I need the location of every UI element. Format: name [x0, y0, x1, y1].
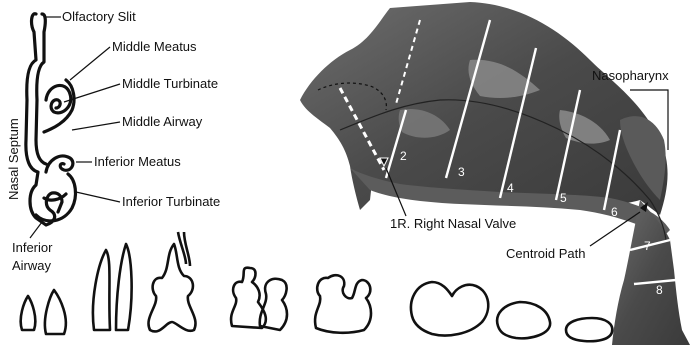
label-inferior-meatus: Inferior Meatus: [94, 154, 181, 169]
cross-section-1b: [45, 290, 66, 334]
section-number-5: 5: [560, 191, 567, 205]
label-inferior-airway-line1: Inferior: [12, 240, 53, 255]
label-nasopharynx: Nasopharynx: [592, 68, 669, 83]
cross-section-8: [566, 318, 612, 341]
nasal-cavity-surface: [300, 2, 668, 215]
middle-turbinate-outline: [46, 85, 71, 112]
leader-inferior-airway: [30, 222, 42, 238]
section-number-7: 7: [644, 239, 651, 253]
label-nasal-septum: Nasal Septum: [6, 118, 21, 200]
section-number-6: 6: [611, 205, 618, 219]
label-olfactory-slit: Olfactory Slit: [62, 9, 136, 24]
section-number-2: 2: [400, 149, 407, 163]
cross-section-1a: [21, 296, 36, 330]
leader-middle-airway: [72, 122, 120, 130]
leader-inferior-turbinate: [76, 192, 120, 202]
cross-section-2: [93, 244, 132, 330]
cross-section-6: [411, 282, 488, 336]
coronal-section-schematic: [26, 14, 76, 225]
cross-section-5: [315, 275, 371, 333]
label-middle-meatus: Middle Meatus: [112, 39, 197, 54]
label-centroid-path: Centroid Path: [506, 246, 586, 261]
label-inferior-turbinate: Inferior Turbinate: [122, 194, 220, 209]
cross-section-7: [497, 302, 550, 338]
label-inferior-airway-line2: Airway: [12, 258, 52, 273]
cross-section-3-slit: [178, 232, 190, 266]
leader-middle-meatus: [70, 47, 110, 80]
inferior-turbinate-outline: [46, 156, 73, 172]
septum-outline: [36, 14, 46, 164]
section-number-4: 4: [507, 181, 514, 195]
label-middle-airway: Middle Airway: [122, 114, 203, 129]
label-right-nasal-valve: 1R. Right Nasal Valve: [390, 216, 516, 231]
cross-section-4: [231, 268, 287, 330]
label-middle-turbinate: Middle Turbinate: [122, 76, 218, 91]
section-number-3: 3: [458, 165, 465, 179]
pharynx-surface: [612, 200, 690, 345]
section-number-8: 8: [656, 283, 663, 297]
